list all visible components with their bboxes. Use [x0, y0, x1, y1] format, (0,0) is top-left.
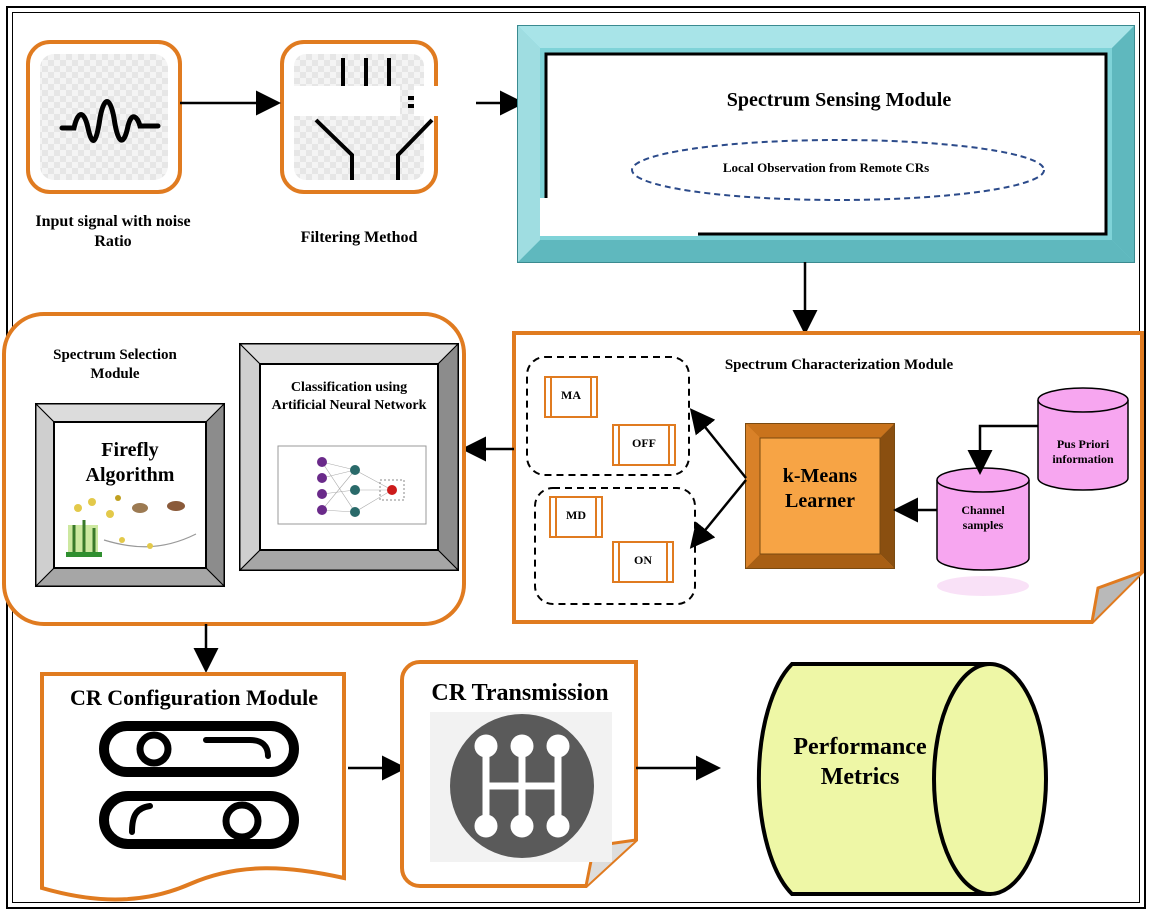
priori-label: Pus Priori information — [1052, 437, 1114, 466]
noise-wave-icon — [59, 99, 161, 143]
transmission-title: CR Transmission — [431, 680, 609, 706]
firefly-illustration-icon — [66, 495, 197, 557]
state-on: ON — [634, 553, 652, 567]
performance-title: Performance Metrics — [793, 734, 927, 790]
characterization-title: Spectrum Characterization Module — [724, 357, 954, 373]
input-signal-label: Input signal with noise Ratio — [35, 213, 191, 250]
learner-label: k-Means Learner — [782, 465, 858, 512]
observation-label: Local Observation from Remote CRs — [722, 160, 930, 175]
observation-ellipse — [631, 139, 1045, 201]
ann-label: Classification using Artificial Neural N… — [271, 380, 427, 413]
gear-shift-icon — [450, 714, 594, 858]
firefly-label: Firefly Algorithm — [85, 439, 175, 486]
configuration-title: CR Configuration Module — [69, 685, 319, 710]
state-off: OFF — [632, 436, 656, 450]
state-ma: MA — [561, 388, 581, 402]
channel-cylinder — [936, 467, 1030, 596]
state-md: MD — [566, 508, 586, 522]
sensing-title: Spectrum Sensing Module — [726, 89, 952, 111]
neural-network-icon — [277, 445, 427, 525]
selection-title: Spectrum Selection Module — [53, 347, 177, 382]
filter-label: Filtering Method — [300, 229, 418, 246]
input-signal-node — [26, 40, 182, 194]
characterization-frame — [512, 331, 1144, 624]
toggle-switches-icon — [99, 721, 299, 849]
spectrum-sensing-frame — [517, 25, 1135, 263]
configuration-frame — [40, 672, 346, 902]
priori-cylinder — [1037, 387, 1129, 491]
transmission-frame — [400, 660, 638, 888]
filter-node — [280, 40, 438, 194]
channel-label: Channel samples — [961, 503, 1005, 532]
performance-cylinder — [756, 662, 1048, 896]
